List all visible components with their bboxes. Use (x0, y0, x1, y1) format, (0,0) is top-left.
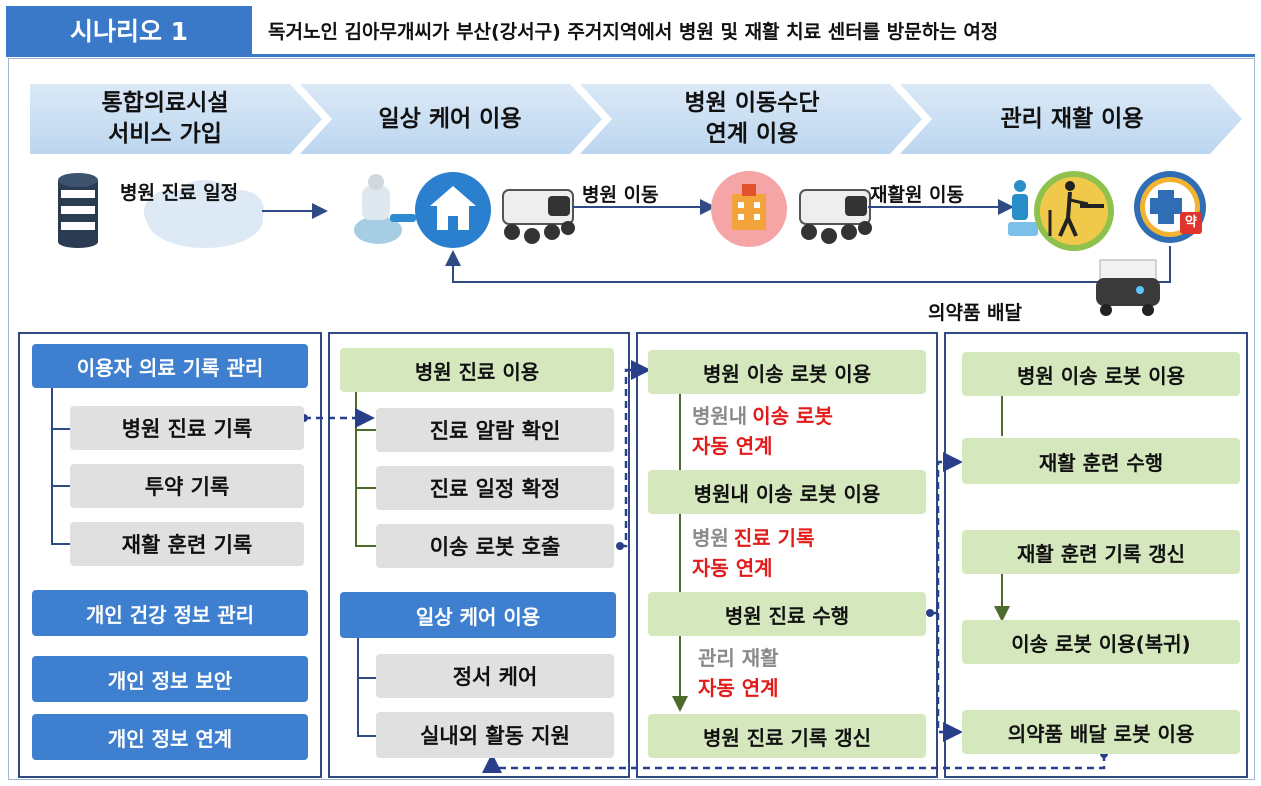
rehab-training-step: 재활 훈련 수행 (962, 438, 1240, 484)
transport-robot-icon (799, 189, 872, 244)
in-hospital-robot-step: 병원내 이송 로봇 이용 (648, 470, 926, 514)
rehab-transport-step: 병원 이송 로봇 이용 (962, 352, 1240, 396)
header-divider (6, 54, 1255, 57)
info-link-box: 개인 정보 연계 (32, 714, 308, 760)
schedule-label: 병원 진료 일정 (120, 182, 239, 204)
rehab-record-item: 재활 훈련 기록 (70, 522, 304, 566)
exercise-icon (1034, 171, 1114, 251)
rehab-record-update-step: 재활 훈련 기록 갱신 (962, 530, 1240, 574)
note1-gray: 병원내 (692, 404, 748, 428)
auto-link-note-2: 병원 진료 기록 자동 연계 (692, 524, 814, 584)
stage-3-label: 병원 이동수단 연계 이용 (612, 86, 892, 152)
note1-red2: 자동 연계 (692, 434, 773, 458)
hospital-use-header: 병원 진료 이용 (340, 348, 614, 392)
panel-service-use (328, 332, 630, 778)
daily-care-header: 일상 케어 이용 (340, 592, 616, 638)
transport-robot-step: 병원 이송 로봇 이용 (648, 350, 926, 394)
note2-red: 진료 기록 (733, 526, 815, 550)
robot-return-step: 이송 로봇 이용(복귀) (962, 620, 1240, 664)
note2-red2: 자동 연계 (692, 556, 773, 580)
care-robot-icon (354, 174, 416, 244)
delivery-robot-icon (1096, 259, 1160, 316)
pharmacy-mark: 약 (1185, 215, 1197, 230)
stage-chevron-2 (300, 84, 602, 154)
robot-call-item: 이송 로봇 호출 (376, 524, 614, 568)
treatment-step: 병원 진료 수행 (648, 592, 926, 636)
scenario-description: 독거노인 김아무개씨가 부산(강서구) 주거지역에서 병원 및 재활 치료 센터… (268, 20, 999, 43)
stage-chevron-1 (30, 84, 322, 154)
stage-1-label: 통합의료시설 서비스 가입 (40, 86, 290, 152)
cloud-icon (144, 180, 264, 248)
hospital-record-item: 병원 진료 기록 (70, 406, 304, 450)
medical-record-header: 이용자 의료 기록 관리 (32, 344, 308, 388)
medication-record-item: 투약 기록 (70, 464, 304, 508)
stage-chevron-3 (580, 84, 922, 154)
activity-support-item: 실내외 활동 지원 (376, 712, 614, 758)
pharmacy-icon (1134, 171, 1206, 243)
stage-1-line1: 통합의료시설 (101, 90, 229, 116)
alarm-check-item: 진료 알람 확인 (376, 408, 614, 452)
stage-1-line2: 서비스 가입 (108, 121, 222, 147)
panel-medical-records (18, 332, 322, 778)
stage-4-label: 관리 재활 이용 (1000, 105, 1144, 132)
note1-red: 이송 로봇 (752, 404, 833, 428)
home-icon (415, 172, 491, 248)
panel-rehab (944, 332, 1248, 778)
auto-link-note-3: 관리 재활 자동 연계 (698, 644, 779, 704)
schedule-confirm-item: 진료 일정 확정 (376, 466, 614, 510)
database-icon (58, 173, 98, 248)
move-hospital-label: 병원 이동 (582, 184, 659, 206)
diagram-frame (8, 58, 1255, 780)
delivery-label: 의약품 배달 (928, 302, 1023, 324)
note2-gray: 병원 (692, 526, 729, 550)
note3-gray: 관리 재활 (698, 646, 779, 670)
stage-3-line2: 연계 이용 (705, 121, 799, 147)
record-update-step: 병원 진료 기록 갱신 (648, 714, 926, 758)
health-info-box: 개인 건강 정보 관리 (32, 590, 308, 636)
stage-2-label: 일상 케어 이용 (378, 105, 522, 132)
move-rehab-label: 재활원 이동 (870, 184, 965, 206)
info-security-box: 개인 정보 보안 (32, 656, 308, 702)
emotional-care-item: 정서 케어 (376, 654, 614, 698)
auto-link-note-1: 병원내 이송 로봇 자동 연계 (692, 402, 833, 462)
delivery-robot-step: 의약품 배달 로봇 이용 (962, 710, 1240, 754)
hospital-icon (711, 171, 787, 247)
stage-3-line1: 병원 이동수단 (684, 90, 820, 116)
stage-chevron-4 (900, 84, 1242, 154)
rehab-person-icon (1008, 180, 1038, 236)
transport-robot-icon (502, 189, 575, 244)
note3-red2: 자동 연계 (698, 676, 779, 700)
scenario-badge: 시나리오 1 (6, 6, 252, 54)
